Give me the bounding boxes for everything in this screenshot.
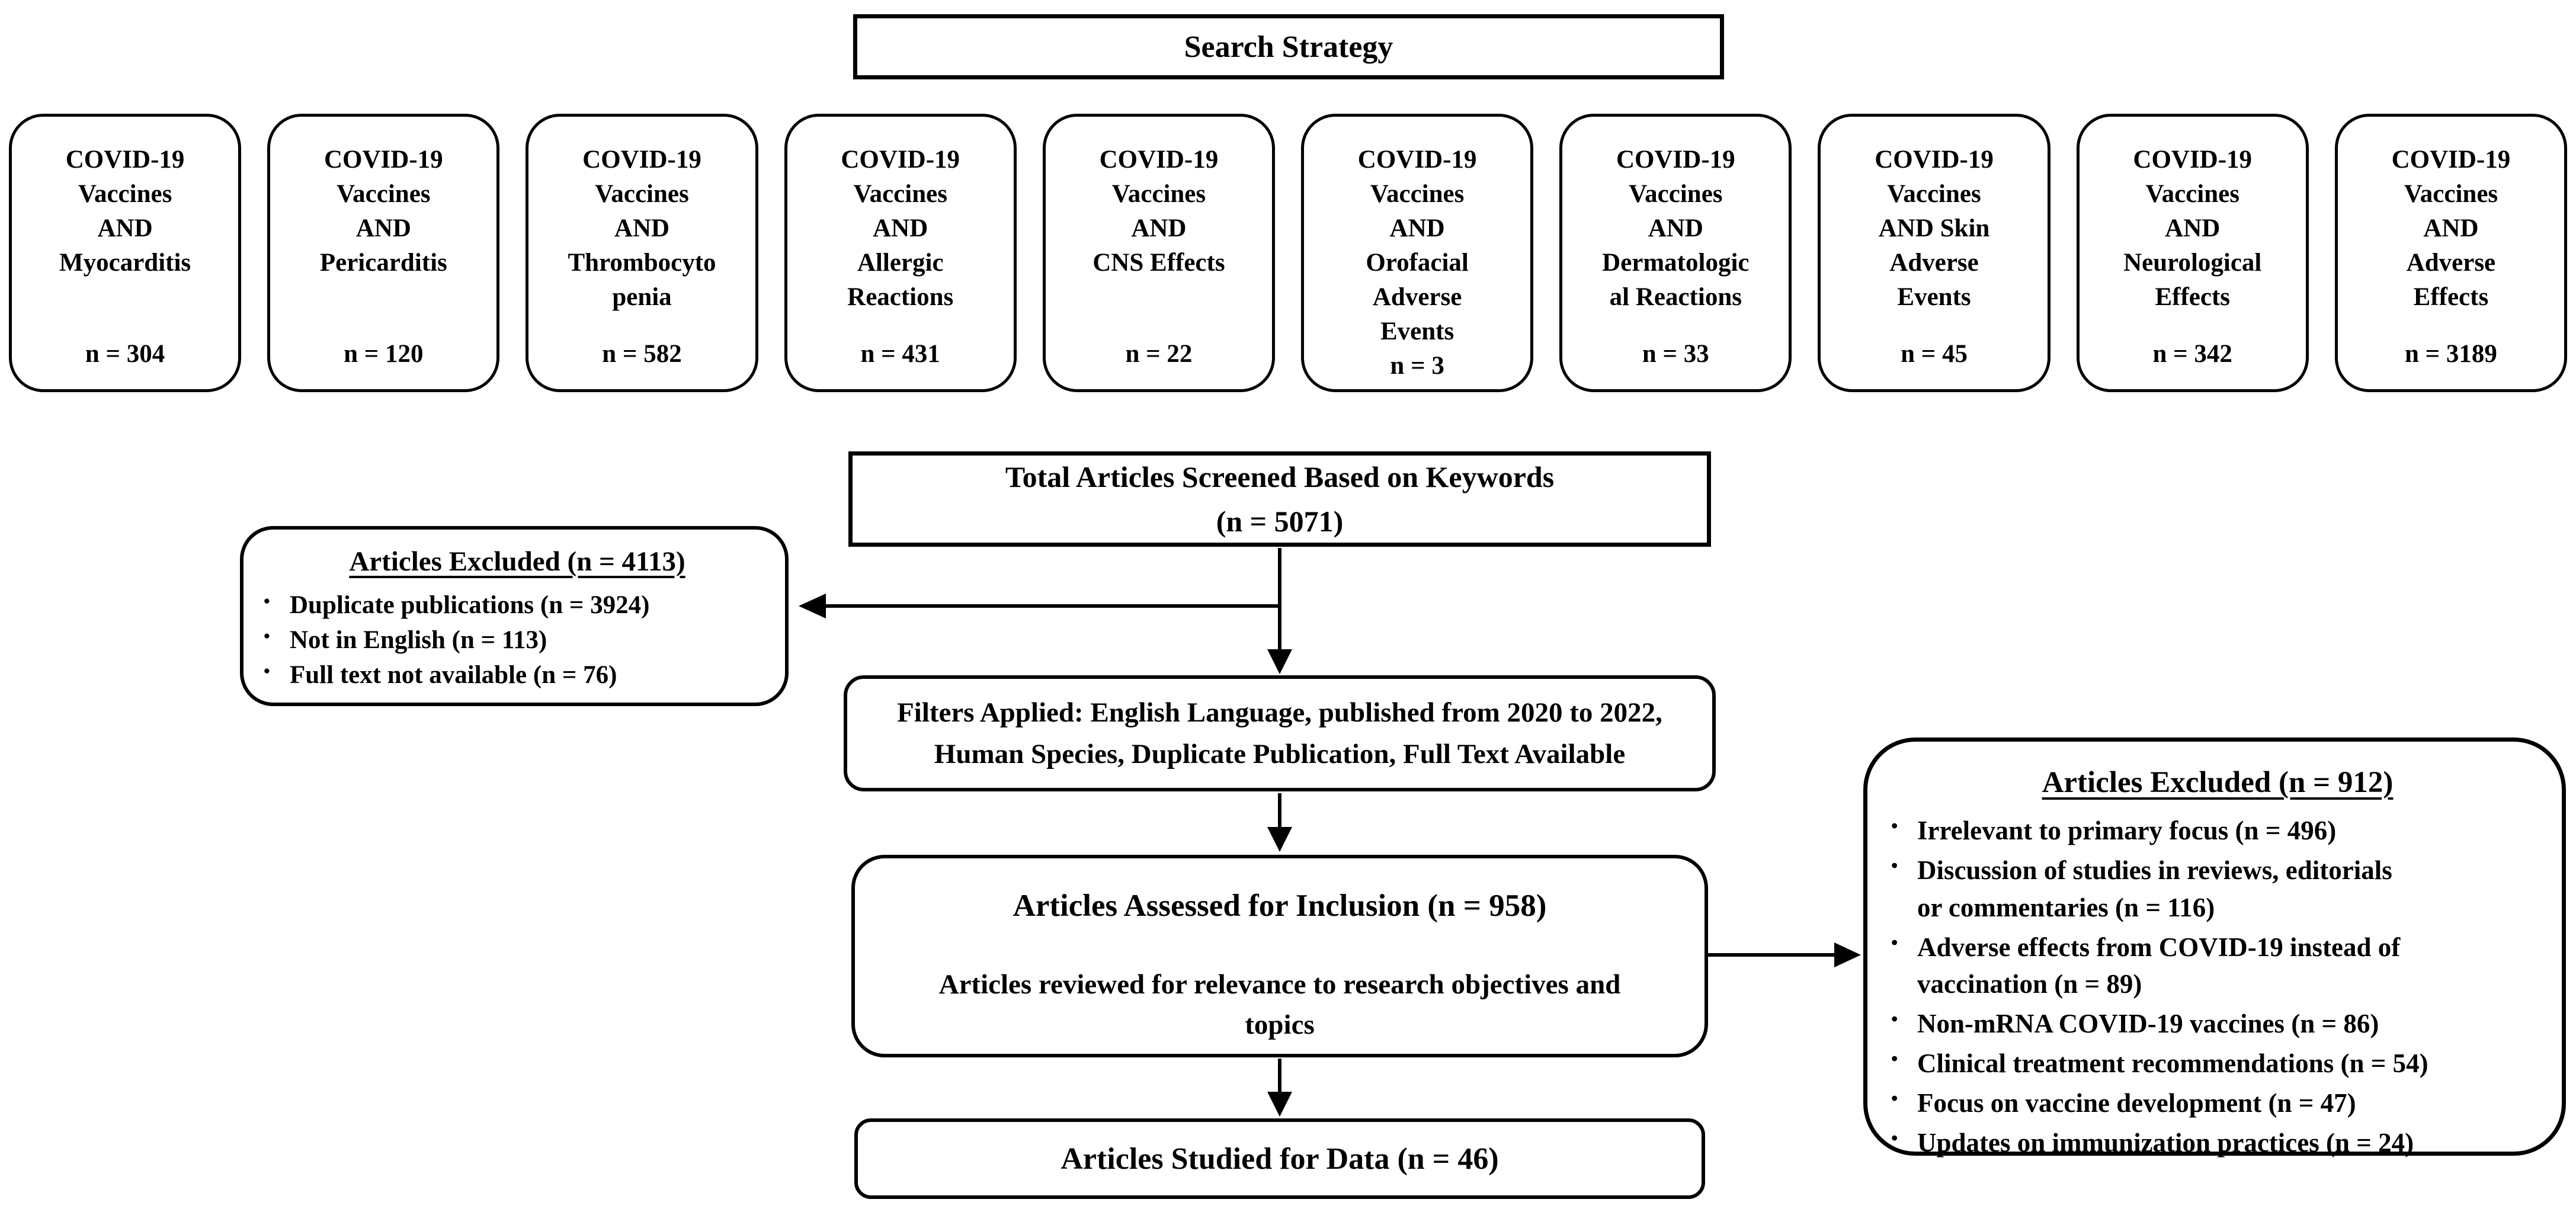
bullet-icon: •	[1891, 855, 1898, 877]
search-box-label: COVID-19 Vaccines AND Adverse Effects	[2391, 146, 2511, 312]
studied-text: Articles Studied for Data (n = 46)	[1060, 1142, 1499, 1176]
search-box-label: COVID-19 Vaccines AND Pericarditis	[319, 146, 447, 277]
bullet-text: Duplicate publications (n = 3924)	[290, 591, 650, 619]
search-box-count: n = 45	[1901, 339, 1968, 368]
excluded-right-title: Articles Excluded (n = 912)	[2042, 766, 2394, 799]
articles-studied-box: Articles Studied for Data (n = 46)	[854, 1118, 1705, 1199]
bullet-text: Clinical treatment recommendations (n = …	[1917, 1048, 2428, 1078]
page-title: Search Strategy	[1184, 30, 1393, 64]
bullet-text: Not in English (n = 113)	[290, 626, 547, 655]
search-box-label: COVID-19 Vaccines AND Thrombocyto penia	[568, 146, 716, 312]
search-box-count: n = 3	[1390, 352, 1444, 380]
search-box-label: COVID-19 Vaccines AND CNS Effects	[1092, 146, 1225, 277]
search-box-allergic-reactions: COVID-19 Vaccines AND Allergic Reactions…	[784, 114, 1017, 392]
list-item: • Not in English (n = 113)	[264, 623, 771, 658]
search-term-row: COVID-19 Vaccines AND Myocarditis n = 30…	[9, 114, 2568, 392]
arrowhead-left-excluded	[799, 594, 826, 618]
search-box-count: n = 22	[1125, 339, 1193, 368]
articles-assessed-box: Articles Assessed for Inclusion (n = 958…	[851, 855, 1708, 1057]
bullet-icon: •	[1891, 1008, 1898, 1030]
search-box-label: COVID-19 Vaccines AND Dermatologic al Re…	[1602, 146, 1750, 312]
bullet-icon: •	[1891, 816, 1898, 838]
bullet-icon: •	[264, 626, 270, 647]
arrowhead-down-assessed	[1267, 827, 1292, 852]
search-box-count: n = 582	[602, 339, 682, 368]
assessed-subtitle: Articles reviewed for relevance to resea…	[938, 969, 1621, 1041]
search-box-count: n = 33	[1642, 339, 1709, 368]
screened-line2: (n = 5071)	[1216, 504, 1344, 538]
filters-applied-box: Filters Applied: English Language, publi…	[844, 675, 1716, 791]
list-item: • Full text not available (n = 76)	[264, 658, 771, 692]
excluded-left-title: Articles Excluded (n = 4113)	[349, 546, 685, 577]
articles-excluded-left-box: Articles Excluded (n = 4113) • Duplicate…	[240, 526, 789, 706]
search-box-count: n = 3189	[2404, 339, 2497, 368]
list-item: • Irrelevant to primary focus (n = 496)	[1891, 812, 2544, 849]
bullet-icon: •	[1891, 1088, 1898, 1110]
list-item: • Updates on immunization practices (n =…	[1891, 1124, 2544, 1161]
list-item: • Duplicate publications (n = 3924)	[264, 588, 771, 623]
search-strategy-title-box: Search Strategy	[853, 14, 1724, 79]
articles-excluded-right-box: Articles Excluded (n = 912) • Irrelevant…	[1863, 738, 2566, 1158]
search-box-label: COVID-19 Vaccines AND Neurological Effec…	[2123, 146, 2262, 312]
bullet-text: Discussion of studies in reviews, editor…	[1917, 855, 2392, 922]
arrowhead-down-studied	[1267, 1092, 1292, 1117]
search-box-dermatological-reactions: COVID-19 Vaccines AND Dermatologic al Re…	[1559, 114, 1792, 392]
bullet-icon: •	[264, 660, 270, 682]
list-item: • Clinical treatment recommendations (n …	[1891, 1045, 2544, 1082]
bullet-icon: •	[1891, 932, 1898, 954]
search-box-orofacial-adverse-events: COVID-19 Vaccines AND Orofacial Adverse …	[1301, 114, 1534, 392]
bullet-icon: •	[1891, 1128, 1898, 1150]
search-box-skin-adverse-events: COVID-19 Vaccines AND Skin Adverse Event…	[1818, 114, 2050, 392]
arrowhead-down-filters	[1267, 649, 1292, 674]
bullet-text: Updates on immunization practices (n = 2…	[1917, 1128, 2414, 1158]
list-item: • Non-mRNA COVID-19 vaccines (n = 86)	[1891, 1005, 2544, 1042]
search-box-label: COVID-19 Vaccines AND Allergic Reactions	[841, 146, 960, 312]
search-box-myocarditis: COVID-19 Vaccines AND Myocarditis n = 30…	[9, 114, 242, 392]
search-box-neurological-effects: COVID-19 Vaccines AND Neurological Effec…	[2076, 114, 2309, 392]
search-box-thrombocytopenia: COVID-19 Vaccines AND Thrombocyto penia …	[526, 114, 758, 392]
list-item: • Adverse effects from COVID-19 instead …	[1891, 929, 2544, 1002]
search-box-label: COVID-19 Vaccines AND Skin Adverse Event…	[1875, 146, 1994, 312]
search-box-label: COVID-19 Vaccines AND Myocarditis	[59, 146, 191, 277]
excluded-left-bullet-list: • Duplicate publications (n = 3924) • No…	[264, 588, 771, 693]
bullet-text: Irrelevant to primary focus (n = 496)	[1917, 816, 2337, 846]
excluded-right-bullet-list: • Irrelevant to primary focus (n = 496) …	[1891, 812, 2544, 1164]
bullet-text: Full text not available (n = 76)	[290, 661, 617, 690]
screened-line1: Total Articles Screened Based on Keyword…	[1005, 460, 1555, 493]
bullet-text: Adverse effects from COVID-19 instead of…	[1917, 932, 2401, 999]
bullet-icon: •	[264, 590, 270, 611]
search-box-pericarditis: COVID-19 Vaccines AND Pericarditis n = 1…	[267, 114, 500, 392]
assessed-title: Articles Assessed for Inclusion (n = 958…	[1013, 889, 1547, 923]
search-box-cns-effects: COVID-19 Vaccines AND CNS Effects n = 22	[1042, 114, 1276, 392]
arrowhead-right-excluded	[1834, 942, 1861, 967]
filters-text: Filters Applied: English Language, publi…	[897, 697, 1662, 770]
bullet-text: Focus on vaccine development (n = 47)	[1917, 1088, 2356, 1118]
search-box-count: n = 431	[860, 339, 940, 368]
search-box-count: n = 304	[85, 339, 165, 368]
search-box-count: n = 342	[2152, 339, 2232, 368]
bullet-text: Non-mRNA COVID-19 vaccines (n = 86)	[1917, 1008, 2379, 1038]
list-item: • Discussion of studies in reviews, edit…	[1891, 852, 2544, 925]
list-item: • Focus on vaccine development (n = 47)	[1891, 1085, 2544, 1121]
search-box-label: COVID-19 Vaccines AND Orofacial Adverse …	[1357, 146, 1477, 346]
search-box-adverse-effects: COVID-19 Vaccines AND Adverse Effects n …	[2334, 114, 2568, 392]
search-box-count: n = 120	[344, 339, 424, 368]
total-screened-box: Total Articles Screened Based on Keyword…	[848, 451, 1711, 547]
bullet-icon: •	[1891, 1048, 1898, 1070]
